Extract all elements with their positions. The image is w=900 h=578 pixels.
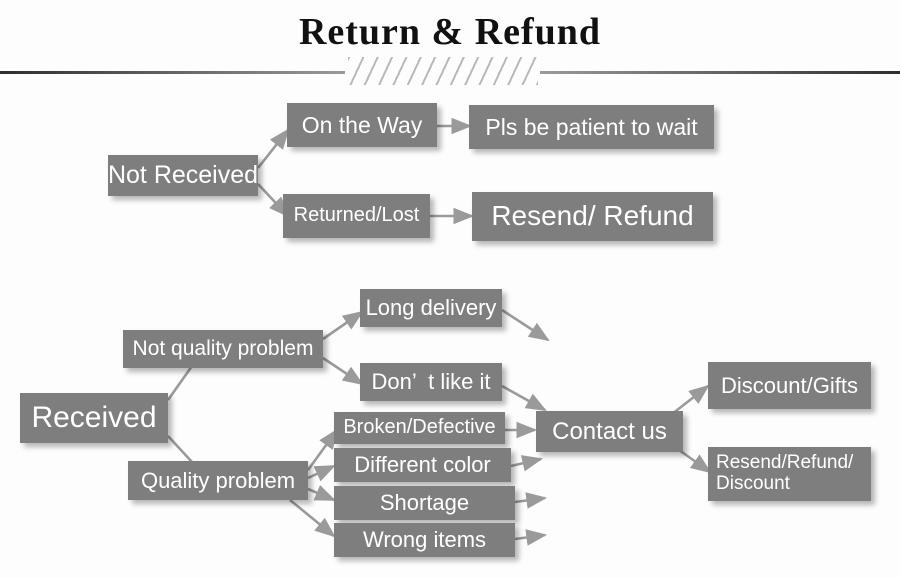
connector-notquality-longdelivery [322, 310, 364, 341]
connector-quality-shortage [307, 485, 336, 502]
node-resend-refund[interactable]: Resend/ Refund [472, 192, 713, 241]
node-discount-gifts[interactable]: Discount/Gifts [708, 362, 871, 409]
connector-dontlike-contact [501, 384, 547, 412]
node-resend-refund-discount[interactable]: Resend/Refund/ Discount [708, 447, 871, 501]
node-wrong-items[interactable]: Wrong items [334, 523, 515, 557]
connector-shortage-contact [514, 492, 548, 509]
hatch-ornament-icon [348, 57, 538, 85]
connector-quality-differentcolor [307, 464, 336, 482]
connector-wrongitems-contact [514, 529, 548, 546]
node-pls-be-patient-to-wait[interactable]: Pls be patient to wait [469, 105, 714, 149]
node-not-quality-problem[interactable]: Not quality problem [123, 330, 323, 368]
node-shortage[interactable]: Shortage [334, 486, 515, 520]
node-not-received[interactable]: Not Received [108, 155, 258, 196]
node-received[interactable]: Received [20, 393, 168, 443]
connector-notquality-dontlike [322, 356, 364, 386]
connector-quality-wrongitems [289, 498, 336, 538]
node-long-delivery[interactable]: Long delivery [360, 289, 502, 327]
page-title: Return & Refund [298, 11, 602, 53]
divider-line-left [0, 71, 345, 74]
divider-line-right [540, 71, 900, 74]
node-contact-us[interactable]: Contact us [536, 411, 683, 452]
connector-contact-discountgifts [671, 384, 710, 416]
page-header: Return & Refund [0, 0, 900, 86]
connector-received-notquality [166, 365, 194, 401]
connector-received-quality [167, 435, 193, 463]
node-dont-like-it[interactable]: Don’ t like it [360, 363, 502, 401]
connector-longdelivery-contact [501, 308, 550, 342]
connector-quality-broken [306, 428, 339, 471]
node-quality-problem[interactable]: Quality problem [128, 461, 308, 500]
node-broken-defective[interactable]: Broken/Defective [334, 412, 505, 444]
node-on-the-way[interactable]: On the Way [287, 103, 437, 147]
connector-notreceived-ontheway [256, 128, 290, 169]
node-returned-lost[interactable]: Returned/Lost [283, 194, 430, 238]
connector-differentcolor-contact [510, 455, 544, 472]
node-different-color[interactable]: Different color [334, 448, 511, 482]
